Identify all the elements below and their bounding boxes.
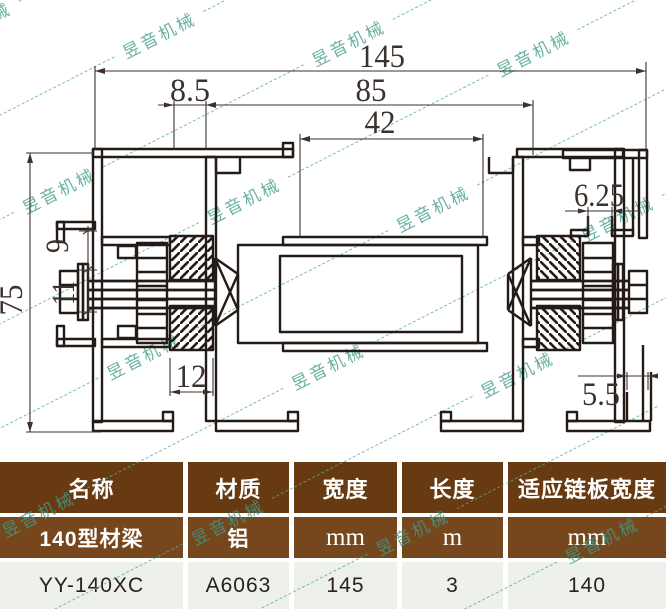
spec-table: 名称 材质 宽度 长度 适应链板宽度 140型材梁 铝 mm m mm YY-1… [0, 462, 666, 609]
table-material: 铝 [188, 517, 289, 558]
left-guide-rail [55, 220, 97, 348]
beam-profile [55, 141, 653, 433]
dim-145-label: 145 [359, 39, 405, 75]
table-header-length: 长度 [402, 462, 503, 513]
dimension-labels: 145 85 8.5 42 6.25 75 9 11 12 5.5 [0, 39, 624, 413]
dimension-arrows [27, 68, 658, 432]
table-material-value: A6063 [188, 562, 289, 609]
table-model-value: YY-140XC [0, 562, 183, 609]
right-guide-rail-bottom [625, 345, 653, 421]
dim-8-5-label: 8.5 [170, 73, 210, 109]
right-bolt-assembly [506, 234, 649, 352]
dim-6-25-label: 6.25 [574, 178, 624, 214]
table-header-name: 名称 [0, 462, 183, 513]
dim-85-label: 85 [356, 73, 387, 109]
table-width-unit: mm [294, 517, 397, 558]
dimensions [26, 62, 658, 433]
table-header-width: 宽度 [294, 462, 397, 513]
table-header-chain-width: 适应链板宽度 [508, 462, 666, 513]
table-chain-width-unit: mm [508, 517, 666, 558]
dim-5-5-label: 5.5 [582, 377, 620, 413]
table-header-material: 材质 [188, 462, 289, 513]
dim-12-label: 12 [176, 359, 207, 395]
dim-11-label: 11 [46, 281, 82, 305]
technical-drawing: 145 85 8.5 42 6.25 75 9 11 12 5.5 [0, 39, 658, 433]
table-product-type: 140型材梁 [0, 517, 183, 558]
dim-75-label: 75 [0, 285, 30, 316]
table-width-value: 145 [294, 562, 397, 609]
table-length-unit: m [402, 517, 503, 558]
table-length-value: 3 [402, 562, 503, 609]
center-tube [236, 235, 489, 353]
dim-42-label: 42 [365, 105, 396, 141]
dim-9-label: 9 [40, 239, 76, 253]
table-chain-width-value: 140 [508, 562, 666, 609]
left-bolt-assembly [58, 234, 240, 352]
